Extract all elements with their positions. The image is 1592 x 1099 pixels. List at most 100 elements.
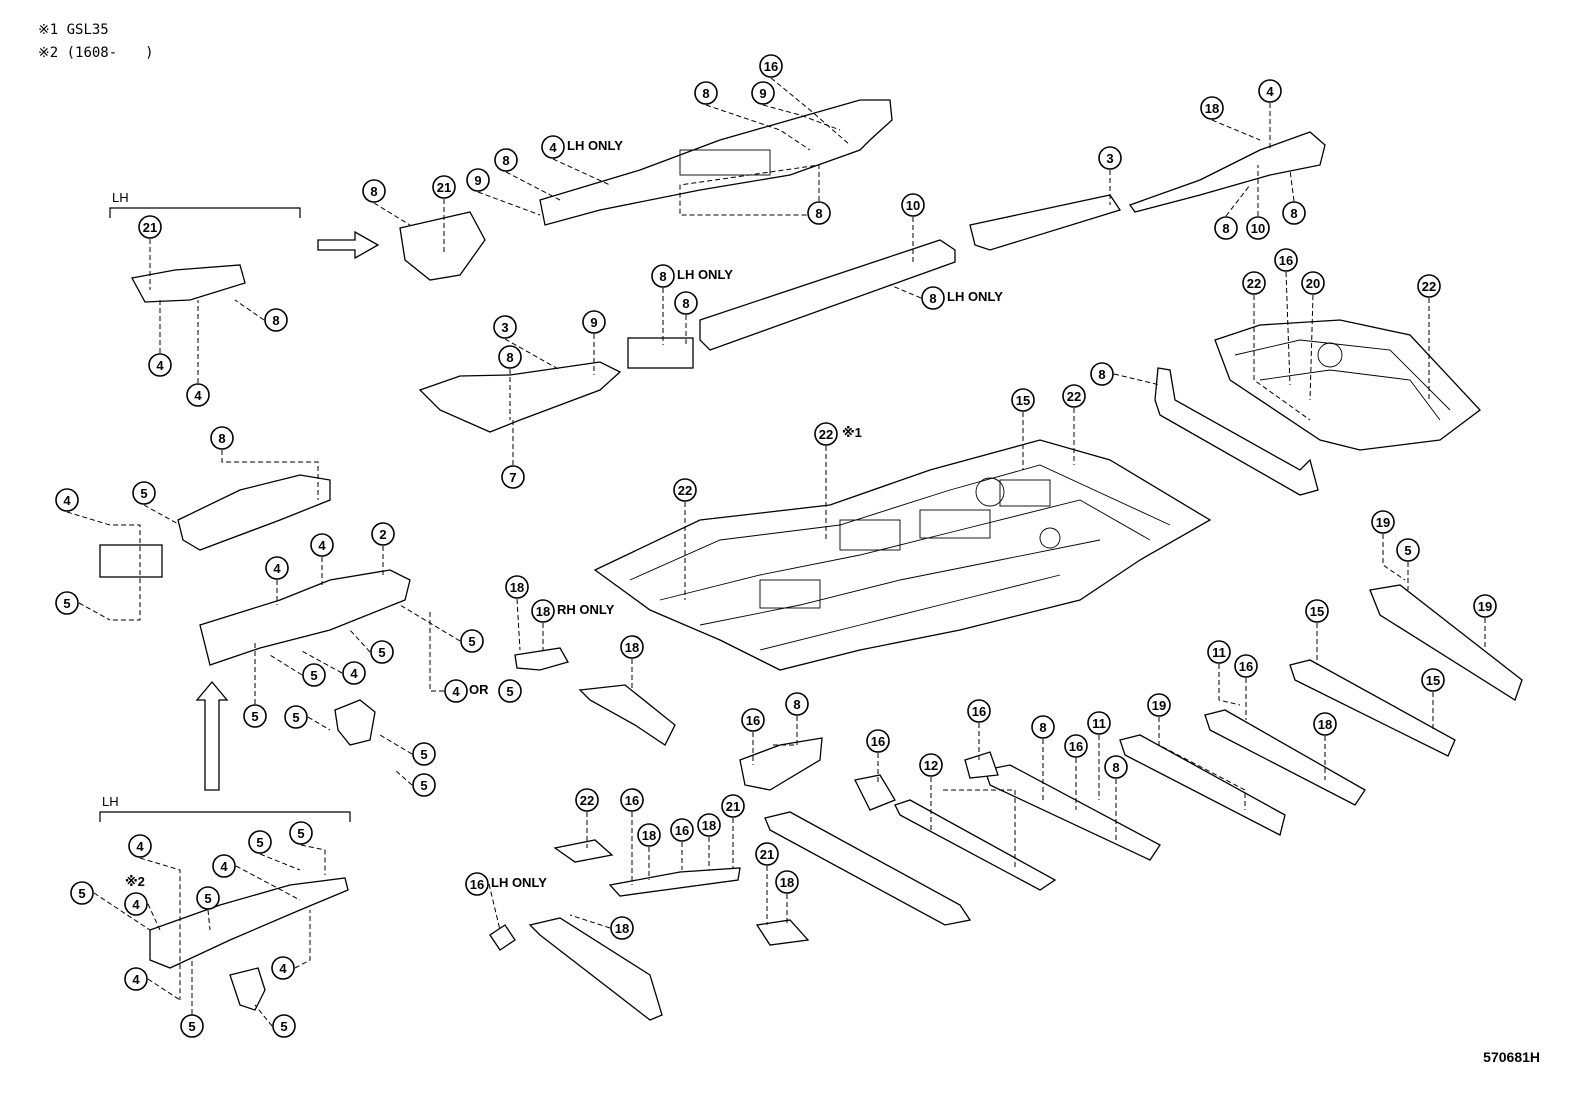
callout-19: 19 bbox=[1371, 510, 1395, 534]
callout-15: 15 bbox=[1011, 388, 1035, 412]
callout-5: 5 bbox=[248, 830, 272, 854]
callout-20: 20 bbox=[1301, 271, 1325, 295]
callout-number: 5 bbox=[310, 668, 317, 683]
arrow-right bbox=[317, 230, 380, 260]
front-bracket-small bbox=[334, 699, 376, 746]
callout-number: 9 bbox=[474, 173, 481, 188]
callout-5: 5 bbox=[498, 679, 522, 703]
front-cross-member bbox=[528, 917, 663, 1021]
callout-number: 3 bbox=[1106, 151, 1113, 166]
cross-member-11 bbox=[984, 764, 1161, 861]
callout-3: 3 bbox=[1098, 146, 1122, 170]
callout-16: 16 bbox=[741, 708, 765, 732]
callout-number: 10 bbox=[906, 198, 920, 213]
callout-number: 22 bbox=[678, 483, 692, 498]
label-mark-2: ※2 bbox=[125, 874, 145, 889]
callout-number: 4 bbox=[1266, 84, 1274, 99]
upper-rail-right bbox=[1128, 131, 1326, 213]
callout-number: 21 bbox=[143, 220, 157, 235]
callout-21: 21 bbox=[755, 842, 779, 866]
callout-number: 22 bbox=[580, 793, 594, 808]
callout-4: 4 bbox=[271, 956, 295, 980]
callout-number: 5 bbox=[140, 486, 147, 501]
callout-11: 11 bbox=[1207, 640, 1231, 664]
callout-number: 4 bbox=[452, 684, 460, 699]
callout-5: 5 bbox=[243, 704, 267, 728]
callout-22: 22 bbox=[814, 422, 838, 446]
callout-number: 5 bbox=[204, 891, 211, 906]
callout-number: 18 bbox=[780, 875, 794, 890]
small-plate-8 bbox=[627, 337, 694, 369]
callout-number: 4 bbox=[318, 538, 326, 553]
callout-number: 4 bbox=[273, 561, 281, 576]
callout-9: 9 bbox=[582, 310, 606, 334]
callout-number: 4 bbox=[63, 493, 71, 508]
callout-number: 8 bbox=[502, 153, 509, 168]
callout-number: 4 bbox=[132, 972, 140, 987]
callout-16: 16 bbox=[620, 788, 644, 812]
callout-16: 16 bbox=[1234, 654, 1258, 678]
callout-18: 18 bbox=[610, 916, 634, 940]
callout-15: 15 bbox=[1421, 668, 1445, 692]
callout-number: 4 bbox=[279, 961, 287, 976]
callout-8: 8 bbox=[1104, 755, 1128, 779]
callout-5: 5 bbox=[55, 591, 79, 615]
callout-number: 16 bbox=[972, 704, 986, 719]
callout-number: 8 bbox=[815, 206, 822, 221]
callout-number: 8 bbox=[793, 697, 800, 712]
callout-number: 4 bbox=[194, 388, 202, 403]
callout-4: 4 bbox=[1258, 79, 1282, 103]
callout-8: 8 bbox=[921, 286, 945, 310]
small-parts-row bbox=[489, 839, 810, 951]
callout-8: 8 bbox=[362, 179, 386, 203]
lh-label-bottom: LH bbox=[102, 794, 119, 809]
callout-5: 5 bbox=[412, 742, 436, 766]
callout-4: 4 bbox=[186, 383, 210, 407]
callout-8: 8 bbox=[264, 308, 288, 332]
callout-8: 8 bbox=[498, 345, 522, 369]
callout-4: 4 bbox=[342, 661, 366, 685]
callout-21: 21 bbox=[721, 794, 745, 818]
lh-bracket-bottom: LH bbox=[99, 794, 351, 822]
callout-18: 18 bbox=[505, 575, 529, 599]
callout-9: 9 bbox=[466, 168, 490, 192]
lh-front-member bbox=[149, 877, 349, 969]
callout-number: 15 bbox=[1426, 673, 1440, 688]
callout-number: 11 bbox=[1212, 645, 1226, 660]
callout-5: 5 bbox=[370, 640, 394, 664]
callout-number: 8 bbox=[272, 313, 279, 328]
callout-number: 16 bbox=[675, 823, 689, 838]
callout-number: 5 bbox=[78, 886, 85, 901]
callout-22: 22 bbox=[1417, 274, 1441, 298]
callout-number: 10 bbox=[1251, 221, 1265, 236]
callout-number: 18 bbox=[625, 640, 639, 655]
bracket-18-mid bbox=[578, 684, 676, 746]
callout-number: 16 bbox=[746, 713, 760, 728]
callout-10: 10 bbox=[901, 193, 925, 217]
callout-number: 18 bbox=[642, 828, 656, 843]
callout-number: 18 bbox=[510, 580, 524, 595]
callout-5: 5 bbox=[272, 1014, 296, 1038]
lh-bracket-top: LH bbox=[109, 190, 301, 218]
callout-5: 5 bbox=[302, 663, 326, 687]
callout-number: 19 bbox=[1376, 515, 1390, 530]
callout-number: 18 bbox=[1205, 101, 1219, 116]
rear-floor-panel bbox=[1214, 319, 1481, 451]
callout-number: 8 bbox=[929, 291, 936, 306]
callout-number: 18 bbox=[702, 818, 716, 833]
callout-number: 21 bbox=[726, 799, 740, 814]
callout-16: 16 bbox=[670, 818, 694, 842]
callout-number: 5 bbox=[506, 684, 513, 699]
callout-number: 8 bbox=[1039, 720, 1046, 735]
callout-8: 8 bbox=[694, 81, 718, 105]
callout-18: 18 bbox=[697, 813, 721, 837]
callout-22: 22 bbox=[1062, 384, 1086, 408]
cross-member-19 bbox=[1119, 734, 1286, 836]
callout-8: 8 bbox=[1282, 201, 1306, 225]
callout-8: 8 bbox=[785, 692, 809, 716]
callout-number: 16 bbox=[871, 734, 885, 749]
callout-number: 2 bbox=[379, 527, 386, 542]
callout-number: 12 bbox=[924, 758, 938, 773]
